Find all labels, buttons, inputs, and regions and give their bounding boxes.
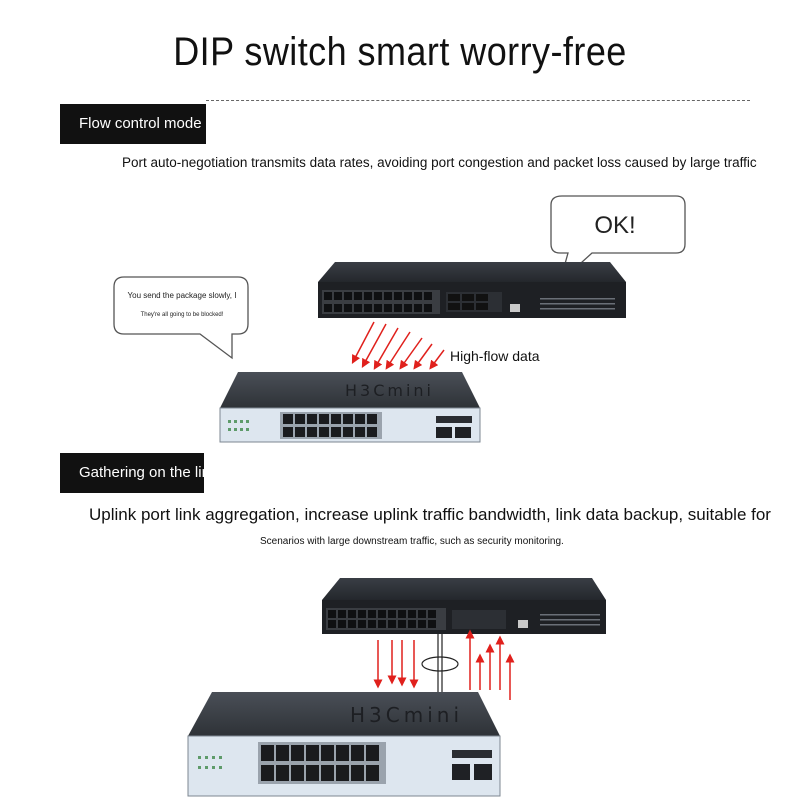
complaint-bubble-line2: They're all going to be blocked! <box>140 312 224 318</box>
switch-embossed-logo-2: H3Cmini <box>350 703 463 727</box>
page-title: DIP switch smart worry-free <box>173 30 627 74</box>
switch-embossed-logo-1: H3Cmini <box>345 381 434 400</box>
access-switch-bottom-2: H3Cmini <box>187 692 501 797</box>
complaint-bubble-line1: You send the package slowly, I <box>127 291 237 300</box>
high-flow-label: High-flow data <box>450 348 540 364</box>
ok-bubble-text: OK! <box>594 212 636 239</box>
link-aggregation-subdescription: Scenarios with large downstream traffic,… <box>260 536 564 547</box>
core-switch-top-2 <box>322 578 606 634</box>
rj45-ports-1 <box>322 290 440 314</box>
downlink-arrows <box>373 640 419 689</box>
access-switch-bottom-1: H3Cmini <box>219 372 481 443</box>
aggregation-link <box>421 634 459 700</box>
core-switch-top-1 <box>318 262 626 318</box>
link-aggregation-description: Uplink port link aggregation, increase u… <box>89 505 771 524</box>
complaint-speech-bubble <box>113 276 249 360</box>
section-tag-link-gathering: Gathering on the link <box>60 453 217 493</box>
section-tag-flow-control: Flow control mode <box>60 104 206 144</box>
title-divider <box>206 100 750 101</box>
high-flow-arrows <box>351 321 445 370</box>
uplink-arrows <box>465 629 515 700</box>
flow-control-description: Port auto-negotiation transmits data rat… <box>122 155 757 170</box>
